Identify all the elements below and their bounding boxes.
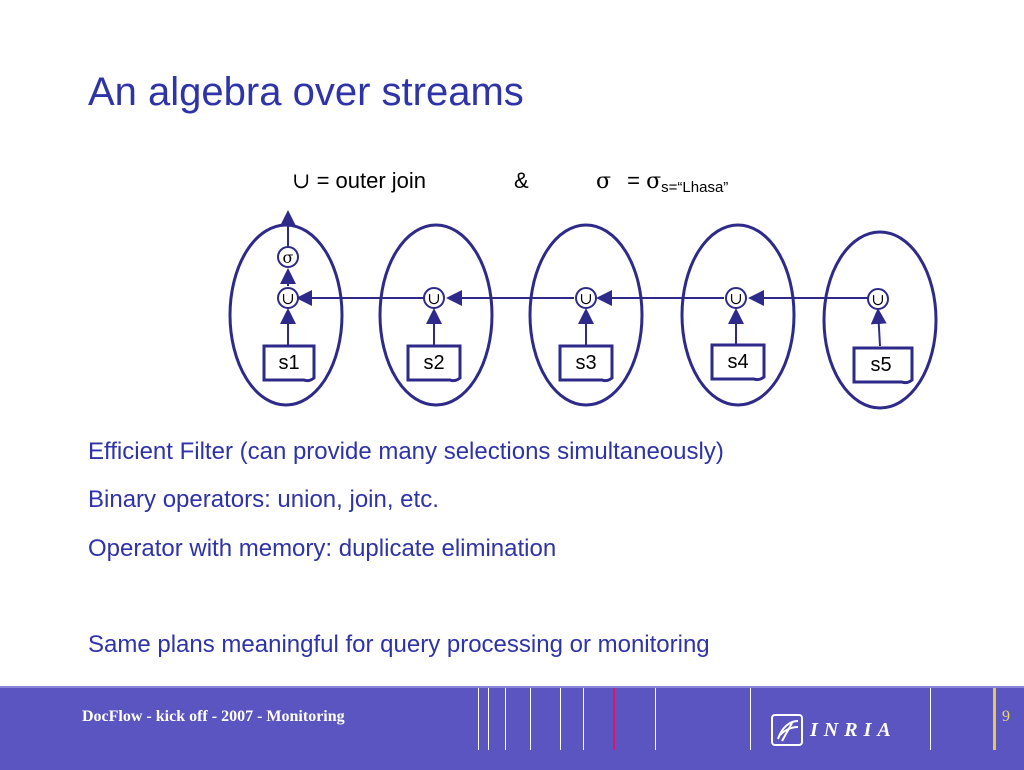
page-number: 9 bbox=[1002, 708, 1010, 725]
union-node-1-symbol: ∪ bbox=[281, 289, 294, 308]
union-node-4 bbox=[725, 287, 747, 309]
stream-label-2: s2 bbox=[423, 352, 444, 374]
union-node-1 bbox=[277, 287, 299, 309]
union-node-4-symbol: ∪ bbox=[729, 289, 742, 308]
footer-divider bbox=[930, 688, 931, 750]
union-node-3-symbol: ∪ bbox=[579, 289, 592, 308]
stream-label-4: s4 bbox=[727, 351, 748, 373]
footer-divider bbox=[583, 688, 584, 750]
stream-label-5: s5 bbox=[870, 354, 891, 376]
footer-divider bbox=[478, 688, 479, 750]
slide-footer: DocFlow - kick off - 2007 - Monitoring I… bbox=[0, 686, 1024, 770]
stream-plan-diagram: σ ∪ ∪ ∪ ∪ ∪ s1 s2 s3 s4 s5 bbox=[228, 210, 938, 410]
stream-ellipse-4 bbox=[680, 223, 796, 407]
legend-union: ∪ = outer join bbox=[292, 168, 426, 194]
footer-divider-accent bbox=[613, 688, 615, 750]
stream-ellipse-3 bbox=[528, 223, 644, 407]
stream-arrow-5 bbox=[870, 308, 887, 347]
stream-ellipse-5 bbox=[822, 230, 938, 410]
union-node-2 bbox=[423, 287, 445, 309]
bullet-4: Same plans meaningful for query processi… bbox=[88, 631, 710, 658]
inria-logo-text: INRIA bbox=[810, 718, 897, 741]
footer-text: DocFlow - kick off - 2007 - Monitoring bbox=[82, 708, 345, 725]
page-number-divider bbox=[993, 688, 996, 750]
bullet-3: Operator with memory: duplicate eliminat… bbox=[88, 535, 557, 562]
stream-box-3: s3 bbox=[558, 344, 614, 383]
footer-divider bbox=[530, 688, 531, 750]
sigma-subscript: s=“Lhasa” bbox=[661, 179, 729, 196]
footer-divider bbox=[750, 688, 751, 750]
legend-separator: & bbox=[514, 168, 529, 193]
stream-box-5: s5 bbox=[852, 346, 914, 385]
stream-label-1: s1 bbox=[278, 352, 299, 374]
bullet-1: Efficient Filter (can provide many selec… bbox=[88, 438, 724, 465]
sigma-symbol: σ bbox=[596, 169, 612, 194]
sigma-equals: = bbox=[627, 168, 641, 193]
footer-divider bbox=[655, 688, 656, 750]
footer-divider bbox=[560, 688, 561, 750]
union-node-5 bbox=[867, 288, 889, 310]
bullet-2: Binary operators: union, join, etc. bbox=[88, 486, 439, 513]
footer-divider bbox=[488, 688, 489, 750]
stream-box-4: s4 bbox=[710, 343, 766, 382]
union-node-5-symbol: ∪ bbox=[871, 290, 884, 309]
stream-box-1: s1 bbox=[262, 344, 316, 383]
select-node-symbol: σ bbox=[283, 248, 294, 267]
union-node-2-symbol: ∪ bbox=[427, 289, 440, 308]
inria-logo: INRIA bbox=[770, 710, 897, 750]
legend-sigma: σ = σs=“Lhasa” bbox=[596, 168, 728, 196]
stream-box-2: s2 bbox=[406, 344, 462, 383]
slide-title: An algebra over streams bbox=[88, 70, 524, 114]
inria-logo-mark-icon bbox=[771, 714, 803, 746]
footer-divider bbox=[505, 688, 506, 750]
sigma-rhs: σ bbox=[646, 169, 662, 194]
select-node bbox=[277, 246, 299, 268]
stream-label-3: s3 bbox=[575, 352, 596, 374]
union-definition: = outer join bbox=[316, 168, 427, 193]
stream-ellipse-2 bbox=[378, 223, 494, 407]
union-node-3 bbox=[575, 287, 597, 309]
union-symbol: ∪ bbox=[292, 169, 311, 194]
